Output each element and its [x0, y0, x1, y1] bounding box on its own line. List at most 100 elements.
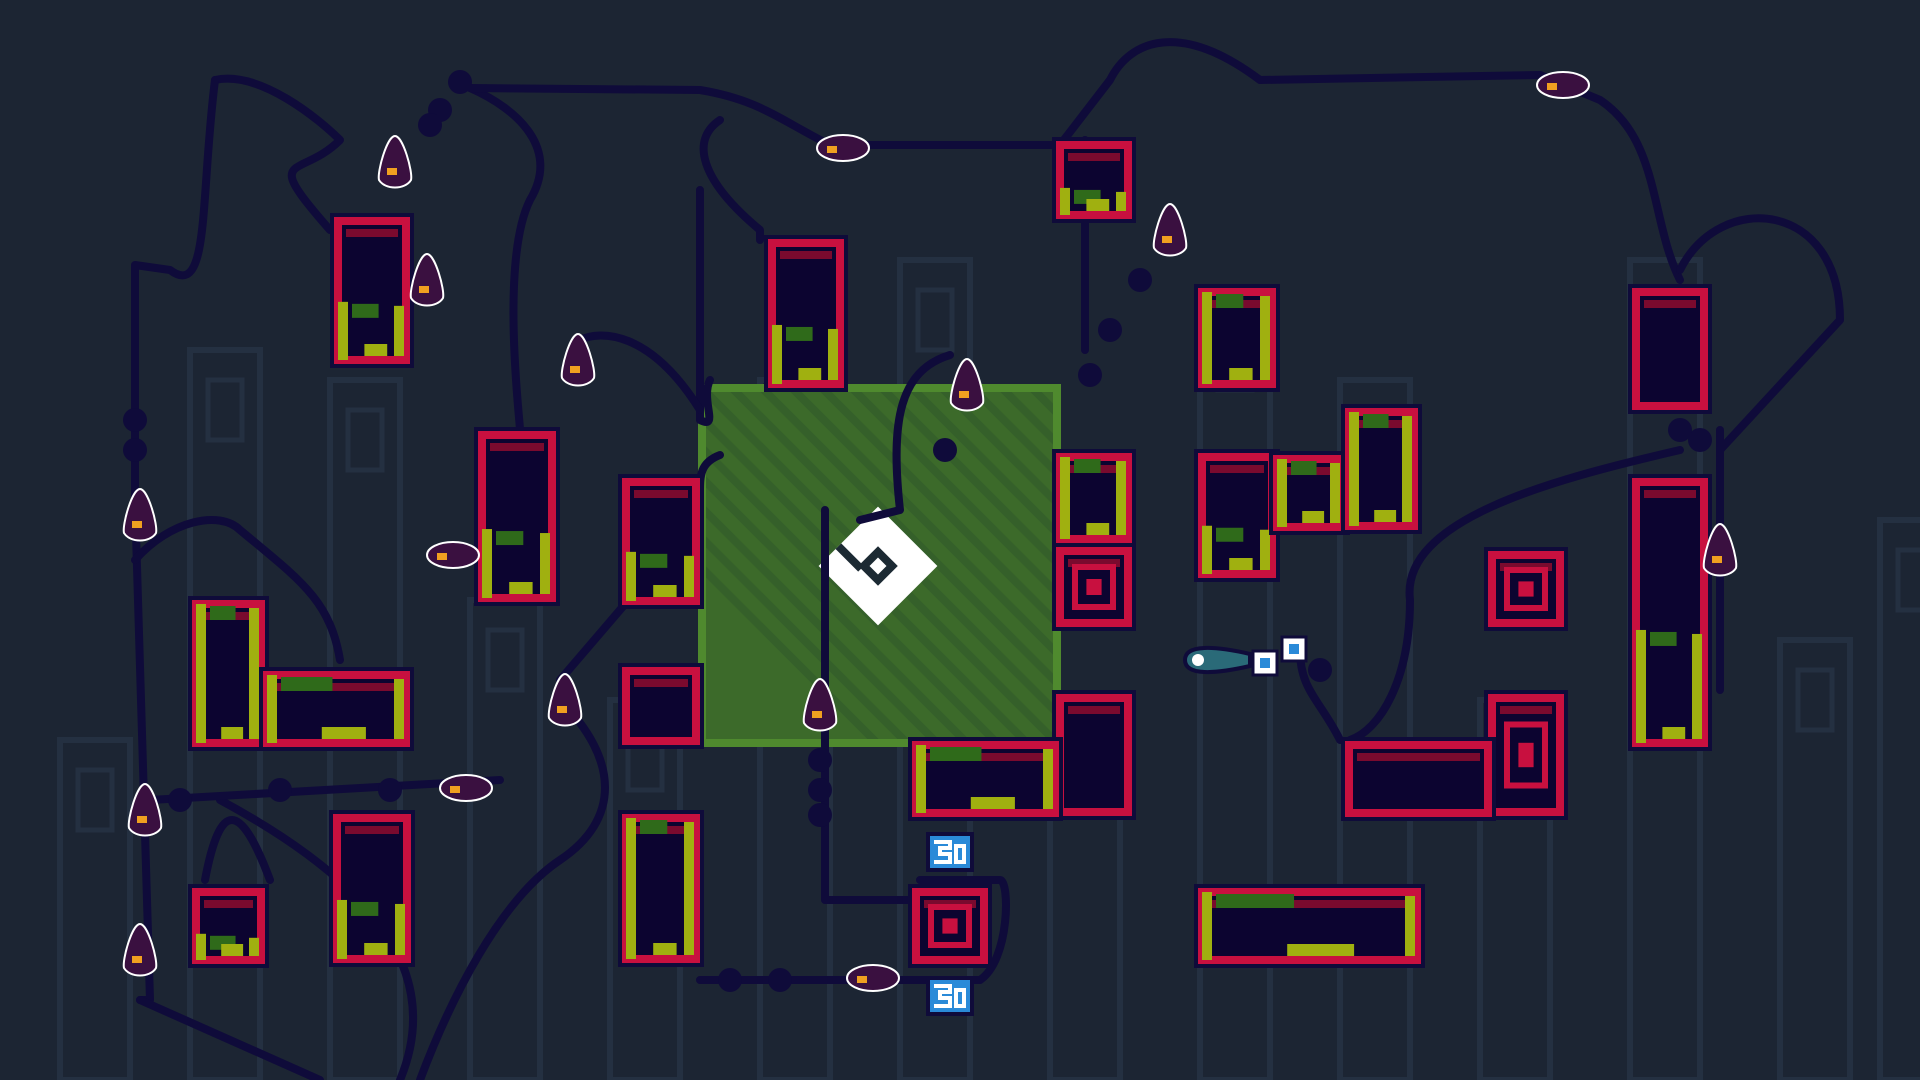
- path-line: [131, 76, 219, 1004]
- teal-spirit-player-icon: [1182, 646, 1252, 674]
- logo-cut: [835, 543, 864, 572]
- room-interior: [1640, 486, 1700, 739]
- room-moss: [1229, 368, 1253, 380]
- path-node: [808, 778, 832, 802]
- plaza-stripe: [790, 392, 1053, 655]
- room-trim: [1357, 753, 1480, 761]
- room-trim: [275, 683, 398, 691]
- room-trim: [780, 251, 832, 259]
- creature-eye: [959, 391, 969, 398]
- blue-glyph-teleporter-icon[interactable]: [926, 976, 974, 1016]
- creature-body: [439, 774, 493, 802]
- room-moss: [1229, 558, 1253, 570]
- blue-glyph-teleporter-icon[interactable]: [926, 832, 974, 872]
- room-moss: [1291, 461, 1317, 475]
- room-trim: [1068, 559, 1120, 567]
- room-moss: [798, 368, 822, 380]
- room-vine: [196, 933, 206, 960]
- room-vine: [1349, 412, 1359, 526]
- room: [474, 427, 560, 606]
- room-vine: [1636, 629, 1646, 743]
- background-pillar: [467, 597, 543, 1080]
- room-interior: [1206, 296, 1268, 380]
- sparkle-core: [1289, 644, 1299, 654]
- room-moss: [321, 727, 366, 739]
- room-moss: [640, 553, 668, 568]
- room-trim: [1210, 900, 1409, 908]
- creature-body: [1152, 202, 1188, 257]
- creature-body: [547, 672, 583, 727]
- path-node: [378, 778, 402, 802]
- room-moss: [496, 531, 524, 546]
- path-node: [1078, 363, 1102, 387]
- path-node: [123, 438, 147, 462]
- room-moss: [364, 344, 388, 356]
- room-vine: [337, 899, 347, 959]
- room-trim: [490, 443, 544, 451]
- creature-eye: [1547, 83, 1557, 90]
- creature-body: [560, 332, 596, 387]
- plaza-stripe: [850, 392, 1053, 595]
- room: [1194, 449, 1280, 582]
- room-moss: [653, 943, 677, 955]
- path-node: [168, 788, 192, 812]
- teleporter-glyph: [934, 984, 966, 1008]
- creature-body: [1536, 71, 1590, 99]
- room-moss: [1662, 727, 1686, 739]
- creature-eye: [132, 521, 142, 528]
- purple-blob-creature-icon: [127, 782, 163, 837]
- plaza-stripe: [760, 392, 1053, 685]
- purple-blob-creature-icon: [547, 672, 583, 727]
- path-line: [211, 74, 344, 234]
- creature-body: [802, 677, 838, 732]
- misc-layer: [926, 635, 1308, 1016]
- background-pillar: [1877, 517, 1920, 1080]
- path-node: [418, 113, 442, 137]
- path-line: [1346, 446, 1684, 744]
- room-trim: [345, 826, 399, 834]
- creature-eye: [857, 976, 867, 983]
- room-interior: [1206, 461, 1268, 570]
- creature-body: [1702, 522, 1738, 577]
- path-line: [699, 116, 764, 244]
- room-moss: [221, 944, 244, 956]
- path-node: [1688, 428, 1712, 452]
- room-interior: [630, 822, 692, 955]
- room-vine: [1202, 525, 1212, 574]
- creature-eye: [437, 553, 447, 560]
- room-pattern-core: [1518, 581, 1534, 597]
- creature-body: [409, 252, 445, 307]
- plaza-stripe: [970, 392, 1053, 475]
- path-line: [416, 696, 609, 1080]
- room: [329, 810, 415, 967]
- room-vine: [1202, 292, 1212, 384]
- room: [1269, 451, 1350, 535]
- room-moss: [364, 943, 388, 955]
- room-vine: [684, 822, 694, 955]
- room-pattern-core: [942, 918, 958, 934]
- purple-blob-creature-icon: [1702, 522, 1738, 577]
- room-interior: [776, 247, 836, 380]
- creature-eye: [557, 706, 567, 713]
- room-moss: [1363, 414, 1389, 428]
- room-vine: [626, 818, 636, 959]
- room-vine: [1260, 296, 1270, 380]
- room-interior: [630, 486, 692, 597]
- path-node: [933, 438, 957, 462]
- sparkle-icon: [1280, 635, 1308, 663]
- path-line: [696, 876, 1010, 984]
- room-interior: [1353, 416, 1410, 522]
- creature-eye: [419, 286, 429, 293]
- room: [1052, 449, 1136, 547]
- path-line: [856, 351, 954, 524]
- plaza-stripe: [706, 476, 969, 739]
- purple-blob-creature-icon: [816, 134, 870, 162]
- room-vine: [1402, 416, 1412, 522]
- room-vine: [394, 679, 404, 739]
- room-vine: [540, 533, 550, 594]
- room-pattern: [1504, 567, 1548, 611]
- room: [618, 810, 704, 967]
- room-vine: [1260, 529, 1270, 570]
- plaza-stripe: [706, 536, 909, 739]
